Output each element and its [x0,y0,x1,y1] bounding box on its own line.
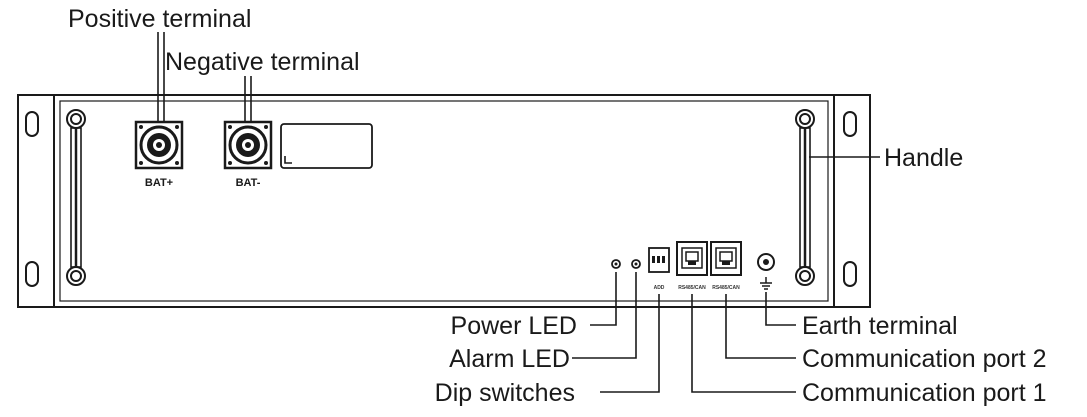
earth-terminal [757,253,775,290]
communication-port-1 [676,241,708,276]
left-mounting-ear [17,94,55,308]
negative-terminal-connector [223,120,273,170]
bat-positive-label: BAT+ [145,177,173,189]
negative-terminal-callout: Negative terminal [165,48,360,76]
port1-label: RS485/CAN [678,285,706,291]
dip-switch-label: ADD [654,285,665,291]
dip-switches-callout: Dip switches [435,379,575,407]
right-ear-slot-bottom [843,261,857,287]
left-ear-slot-top [25,111,39,137]
alarm-led [631,259,641,269]
left-handle [66,109,86,286]
positive-terminal-callout: Positive terminal [68,5,251,33]
communication-port-1-leader [691,294,796,393]
earth-terminal-leader [765,292,796,326]
dip-switches-leader [600,294,660,393]
right-mounting-ear [833,94,871,308]
power-led [611,259,621,269]
display-window [280,123,373,169]
alarm-led-leader [572,272,637,359]
front-panel [53,94,835,308]
right-handle [795,109,815,286]
communication-port-1-callout: Communication port 1 [802,379,1047,407]
positive-terminal-connector [134,120,184,170]
bat-negative-label: BAT- [236,177,261,189]
leader-lines [157,32,880,393]
power-led-callout: Power LED [451,312,577,340]
right-ear-slot-top [843,111,857,137]
communication-port-2-leader [725,294,796,359]
dip-switches [648,247,670,273]
power-led-leader [590,272,617,326]
alarm-led-callout: Alarm LED [449,345,570,373]
communication-port-2-callout: Communication port 2 [802,345,1047,373]
left-ear-slot-bottom [25,261,39,287]
handle-callout: Handle [884,144,963,172]
earth-terminal-callout: Earth terminal [802,312,958,340]
port2-label: RS485/CAN [712,285,740,291]
communication-port-2 [710,241,742,276]
